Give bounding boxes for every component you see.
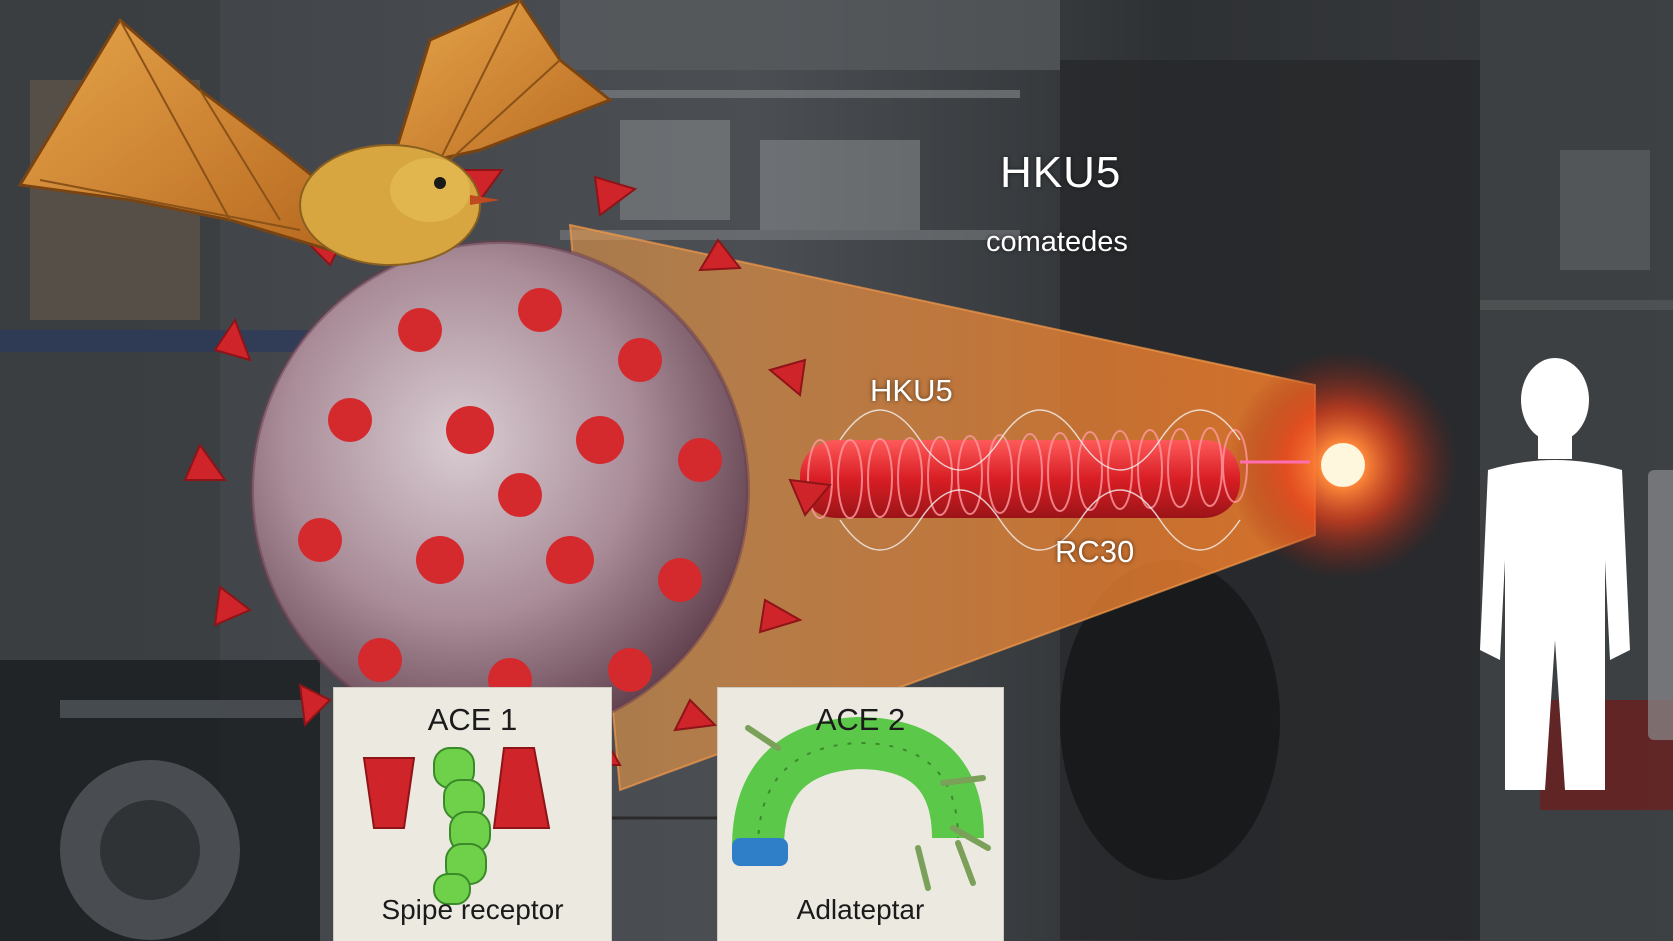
- virus-label: HKU5: [870, 373, 953, 408]
- ace2-card: ACE 2 Adlateptar: [717, 687, 1004, 941]
- ace1-caption: Spipe receptor: [381, 894, 564, 925]
- rc30-coil: [800, 409, 1310, 551]
- ace2-title: ACE 2: [815, 702, 906, 737]
- human-silhouette-icon: [1480, 358, 1630, 790]
- ace2-caption: Adlateptar: [796, 894, 925, 925]
- subtitle: comatedes: [986, 226, 1128, 258]
- bat-icon: [17, 0, 613, 266]
- ace2-protein-icon: [732, 716, 991, 891]
- ace1-card: ACE 1 Spipe receptor: [333, 687, 612, 941]
- tube-label: RC30: [1055, 534, 1135, 569]
- ace1-protein-icon: [362, 747, 551, 905]
- main-title: HKU5: [1000, 148, 1122, 197]
- ace1-title: ACE 1: [427, 702, 518, 737]
- virus-icon: [183, 169, 832, 775]
